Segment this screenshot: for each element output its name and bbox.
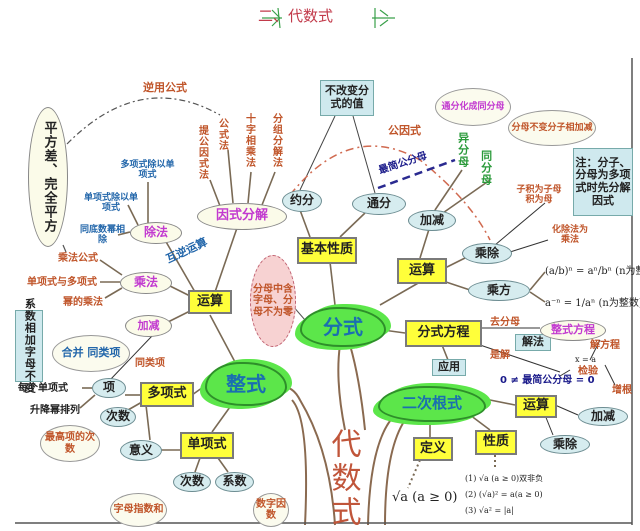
common-factor-label: 公因式 bbox=[388, 124, 421, 137]
monomial-node: 单项式 bbox=[180, 432, 234, 459]
solve-equation-label: 解方程 bbox=[590, 340, 620, 351]
like-terms-label: 同类项 bbox=[135, 358, 165, 369]
radical-mult-div-node: 乘除 bbox=[540, 435, 590, 454]
factorization-node: 因式分解 bbox=[197, 203, 287, 230]
unchanged-value-node: 不改变分式的值 bbox=[320, 80, 374, 116]
poly-div-mono-label: 多项式除以单项式 bbox=[120, 160, 175, 181]
radical-cloud: 二次根式 bbox=[378, 386, 486, 422]
fraction-mult-div-node: 乘除 bbox=[462, 243, 512, 264]
mult-formula-label: 乘法公式 bbox=[58, 253, 98, 264]
coefficient-node: 系数 bbox=[215, 472, 254, 492]
exponent-sum-bubble: 字母指数和 bbox=[110, 493, 167, 527]
different-denominator-label: 异分母 bbox=[456, 132, 470, 168]
factor-method-formula: 公式法 bbox=[216, 118, 228, 151]
lcd-condition-label: 0 ≠ 最简公分母 = 0 bbox=[500, 375, 595, 386]
power-node: 乘方 bbox=[468, 280, 530, 301]
mono-poly-label: 单项式与多项式 bbox=[27, 277, 97, 288]
term-node: 项 bbox=[92, 378, 126, 398]
fraction-add-sub-node: 加减 bbox=[408, 210, 456, 231]
division-node: 除法 bbox=[130, 222, 182, 244]
factor-method-cross: 十字相乘法 bbox=[243, 113, 255, 168]
fractional-equation-node: 分式方程 bbox=[405, 320, 482, 347]
numeric-factor-bubble: 数字因数 bbox=[253, 493, 289, 527]
is-solution-label: 是解 bbox=[490, 350, 510, 361]
property-3: (3) √a² = |a| bbox=[465, 506, 514, 515]
integral-operations-node: 运算 bbox=[188, 290, 232, 314]
check-label: 检验 bbox=[578, 366, 598, 377]
basic-property-node: 基本性质 bbox=[297, 237, 357, 264]
radical-operations-node: 运算 bbox=[515, 395, 557, 418]
same-denominator-label: 同分母 bbox=[479, 150, 493, 186]
fraction-cloud: 分式 bbox=[300, 307, 386, 347]
denominator-condition-node: 分母中含字母、分母不为零 bbox=[250, 255, 296, 347]
factor-method-grouping: 分组分解法 bbox=[270, 113, 282, 168]
monomial-degree-node: 次数 bbox=[173, 472, 211, 492]
remove-denominator-label: 去分母 bbox=[490, 317, 520, 328]
extraneous-root-label: 增根 bbox=[612, 385, 632, 396]
same-base-division-label: 同底数幂相除 bbox=[80, 225, 126, 246]
degree-node: 次数 bbox=[100, 407, 136, 427]
x-equals-a-label: x = a bbox=[575, 355, 597, 364]
multiplication-node: 乘法 bbox=[120, 272, 172, 294]
mono-div-mono-label: 单项式除以单项式 bbox=[83, 193, 138, 214]
factorize-note: 注：分子、分母为多项式时先分解因式 bbox=[573, 148, 633, 216]
coefficient-note: 系数相加字母不变 bbox=[15, 298, 43, 394]
radical-add-sub-node: 加减 bbox=[578, 407, 628, 426]
power-formula: (a/b)ⁿ = aⁿ/bⁿ (n为整数) bbox=[545, 266, 640, 277]
property-1: (1) √a (a ≥ 0)双非负 bbox=[465, 474, 544, 483]
power-mult-label: 幂的乘法 bbox=[63, 297, 103, 308]
divide-rule-label: 化除法为乘法 bbox=[551, 225, 588, 246]
square-formulas-node: 平方差、完全平方 bbox=[28, 107, 68, 247]
fraction-operations-node: 运算 bbox=[397, 258, 447, 284]
application-node: 应用 bbox=[432, 359, 466, 376]
multiply-rule-label: 子积为子母积为母 bbox=[516, 185, 562, 206]
ordering-label: 升降幂排列 bbox=[30, 405, 80, 416]
each-monomial-label: 每个单项式 bbox=[18, 383, 68, 394]
property-2: (2) (√a)² = a(a ≥ 0) bbox=[465, 490, 543, 499]
polynomial-node: 多项式 bbox=[140, 382, 194, 407]
integral-expression-cloud: 整式 bbox=[205, 362, 287, 406]
common-denominator-node: 通分 bbox=[352, 193, 406, 215]
factor-method-common-factor: 提公因式法 bbox=[196, 125, 208, 180]
meaning-node: 意义 bbox=[120, 440, 162, 461]
definition-formula: √a (a ≥ 0) bbox=[392, 490, 458, 505]
root-algebraic-expression: 代数式 bbox=[325, 428, 361, 530]
property-node: 性质 bbox=[475, 430, 517, 455]
same-denominator-rule-bubble: 分母不变分子相加减 bbox=[508, 110, 596, 146]
reverse-formula-label: 逆用公式 bbox=[143, 81, 187, 94]
solution-method-node: 解法 bbox=[515, 334, 551, 351]
negative-power-formula: a⁻ⁿ = 1/aⁿ (n为整数) bbox=[545, 298, 640, 309]
highest-degree-bubble: 最高项的次数 bbox=[40, 425, 100, 462]
page-title: 二、代数式 bbox=[258, 7, 334, 25]
add-sub-node: 加减 bbox=[125, 315, 172, 337]
integral-equation-node: 整式方程 bbox=[540, 320, 606, 341]
to-same-denominator-bubble: 通分化成同分母 bbox=[435, 88, 511, 126]
combine-like-terms-bubble: 合并 同类项 bbox=[52, 335, 130, 372]
reduce-node: 约分 bbox=[282, 190, 322, 212]
definition-node: 定义 bbox=[413, 437, 453, 461]
